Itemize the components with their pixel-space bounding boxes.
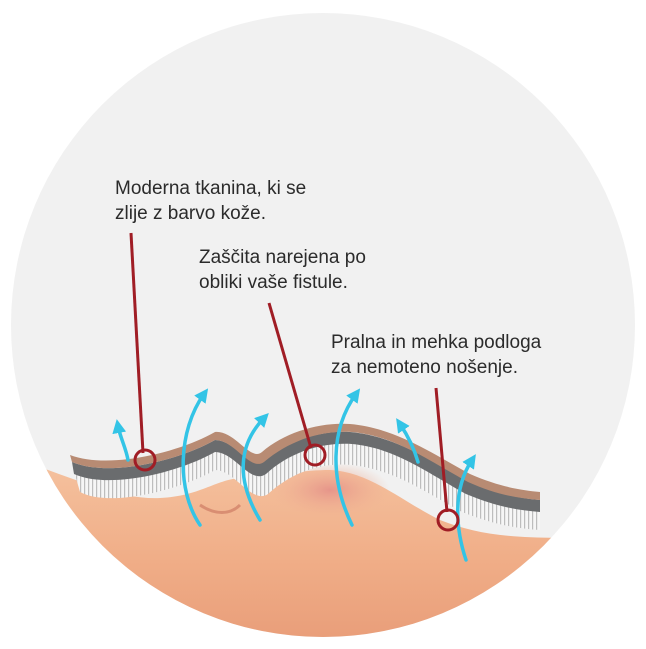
callout-fabric-line-1: Moderna tkanina, ki se <box>115 176 306 201</box>
callout-padding-line-1: Pralna in mehka podloga <box>331 330 541 355</box>
callout-protection-line-1: Zaščita narejena po <box>199 245 366 270</box>
callout-protection: Zaščita narejena po obliki vaše fistule. <box>199 245 366 295</box>
callout-protection-line-2: obliki vaše fistule. <box>199 270 366 295</box>
callout-fabric-line-2: zlije z barvo kože. <box>115 201 306 226</box>
callout-padding: Pralna in mehka podloga za nemoteno noše… <box>331 330 541 380</box>
callout-padding-line-2: za nemoteno nošenje. <box>331 355 541 380</box>
callout-fabric: Moderna tkanina, ki se zlije z barvo kož… <box>115 176 306 226</box>
